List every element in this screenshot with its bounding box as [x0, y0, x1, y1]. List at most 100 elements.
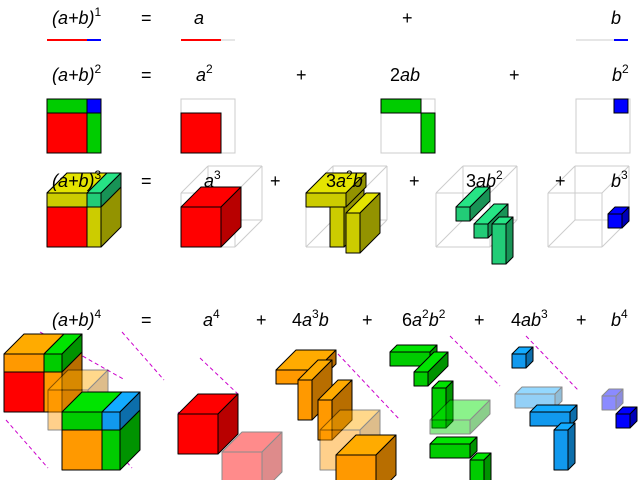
cuboid-ab3 — [101, 391, 141, 431]
outline-frame — [575, 98, 631, 154]
cuboid-ab2 — [491, 216, 514, 265]
cube-a4-ghost — [221, 431, 283, 485]
term-part: a — [336, 171, 347, 191]
term-label: 4a3b — [292, 307, 329, 332]
rectangle-ab — [380, 98, 422, 114]
lhs-expression: (a+b)1 — [52, 5, 102, 30]
cuboid-ab2 — [86, 172, 122, 208]
equals-sign: = — [141, 310, 152, 330]
term-part: a — [302, 310, 313, 330]
guide-line — [199, 357, 241, 397]
lhs-base: (a+b) — [52, 171, 95, 191]
term-part: 3 — [466, 171, 477, 191]
lhs-base: (a+b) — [52, 310, 95, 330]
term-exponent: 2 — [422, 307, 429, 321]
cuboid-a3b — [335, 434, 397, 485]
guide-line — [525, 335, 579, 391]
term-label: 6a2b2 — [402, 307, 446, 332]
plus-sign: + — [296, 65, 307, 85]
term-label: b2 — [612, 62, 629, 87]
square-b2 — [86, 98, 102, 114]
term-part: b — [612, 65, 623, 85]
square-b2 — [613, 98, 629, 114]
plus-sign: + — [576, 310, 587, 330]
cuboid-a2b2 — [429, 436, 478, 459]
term-label: 3a2b — [326, 168, 363, 193]
cube-b3 — [607, 206, 630, 229]
cuboid-a2b2 — [431, 380, 454, 429]
cuboid-a2b2 — [43, 333, 83, 373]
term-part: 4 — [292, 310, 303, 330]
plus-sign: + — [509, 65, 520, 85]
lhs-exponent: 1 — [94, 5, 102, 19]
term-part: b — [428, 310, 439, 330]
rectangle-ab — [420, 112, 436, 154]
term-part: 3 — [326, 171, 337, 191]
cuboid-a2b2 — [413, 351, 449, 387]
term-exponent: 2 — [496, 168, 503, 182]
term-part: a — [204, 171, 215, 191]
plus-sign: + — [256, 310, 267, 330]
plus-sign: + — [270, 171, 281, 191]
square-a2 — [180, 112, 222, 154]
term-part: 6 — [402, 310, 413, 330]
term-part: 2 — [390, 65, 401, 85]
rectangle-ab — [46, 98, 88, 114]
term-label: a2 — [196, 62, 213, 87]
lhs-expression: (a+b)2 — [52, 62, 102, 87]
term-part: a — [412, 310, 423, 330]
term-exponent: 3 — [621, 168, 628, 182]
lhs-exponent: 2 — [94, 62, 102, 76]
equals-sign: = — [141, 8, 152, 28]
term-label: a3 — [204, 168, 221, 193]
term-exponent: 2 — [346, 168, 353, 182]
cuboid-a2b2 — [429, 399, 491, 435]
lhs-base: (a+b) — [52, 8, 95, 28]
term-part: a — [203, 310, 214, 330]
outline-frame — [547, 165, 630, 248]
term-exponent: 3 — [214, 168, 221, 182]
cuboid-ab2 — [455, 186, 491, 222]
term-label: 2ab — [390, 65, 420, 85]
plus-sign: + — [409, 171, 420, 191]
guide-line — [337, 353, 401, 421]
term-label: b — [611, 8, 621, 28]
term-part: b — [611, 8, 622, 28]
cuboid-a2b — [345, 192, 381, 254]
lhs-expression: (a+b)4 — [52, 307, 102, 332]
cube-b4-ghost — [601, 388, 624, 411]
cuboid-a2b — [305, 172, 367, 208]
equals-sign: = — [141, 65, 152, 85]
term-exponent: 2 — [438, 307, 446, 321]
term-part: b — [318, 310, 329, 330]
term-part: b — [611, 171, 622, 191]
term-part: a — [194, 8, 205, 28]
plus-sign: + — [402, 8, 413, 28]
plus-sign: + — [555, 171, 566, 191]
cube-a4 — [177, 393, 239, 455]
term-label: 4ab3 — [511, 307, 548, 332]
equals-sign: = — [141, 171, 152, 191]
guide-line — [121, 331, 165, 381]
lhs-exponent: 3 — [94, 168, 102, 182]
term-part: b — [352, 171, 363, 191]
term-exponent: 3 — [541, 307, 548, 321]
term-part: ab — [521, 310, 542, 330]
term-exponent: 4 — [213, 307, 220, 321]
term-part: ab — [476, 171, 497, 191]
plus-sign: + — [362, 310, 373, 330]
cuboid-a3b — [317, 379, 353, 441]
rectangle-ab — [86, 112, 102, 154]
term-exponent: 4 — [621, 307, 628, 321]
term-label: b4 — [611, 307, 628, 332]
term-label: 3ab2 — [466, 168, 503, 193]
lhs-exponent: 4 — [94, 307, 102, 321]
cube-a3 — [180, 186, 242, 248]
cuboid-a2b2 — [469, 452, 492, 485]
term-part: 4 — [511, 310, 522, 330]
guide-line — [449, 335, 501, 387]
term-exponent: 2 — [206, 62, 213, 76]
guide-line — [5, 419, 49, 469]
